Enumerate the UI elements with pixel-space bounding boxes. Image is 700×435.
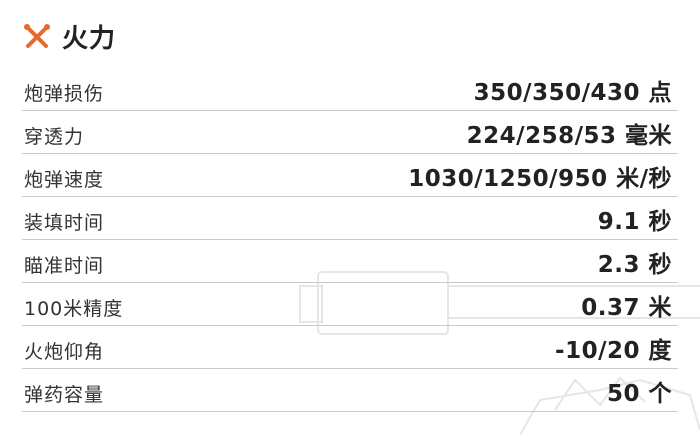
stats-list: 炮弹损伤 350/350/430 点 穿透力 224/258/53 毫米 炮弹速…: [0, 68, 700, 412]
stat-label: 火炮仰角: [24, 341, 105, 363]
stat-value: 1030/1250/950 米/秒: [408, 166, 672, 192]
stat-row-gun-elevation: 火炮仰角 -10/20 度: [22, 326, 678, 369]
stat-row-ammo-capacity: 弹药容量 50 个: [22, 369, 678, 412]
stat-value: 224/258/53 毫米: [466, 123, 672, 149]
crossed-shells-icon: [22, 21, 52, 51]
stat-row-shell-damage: 炮弹损伤 350/350/430 点: [22, 68, 678, 111]
section-title: 火力: [62, 23, 117, 54]
stat-row-shell-velocity: 炮弹速度 1030/1250/950 米/秒: [22, 154, 678, 197]
stat-label: 100米精度: [24, 298, 124, 320]
stat-value: 50 个: [606, 381, 672, 407]
stat-value: 2.3 秒: [597, 252, 672, 278]
stat-label: 炮弹速度: [24, 169, 105, 191]
stat-label: 炮弹损伤: [24, 83, 105, 105]
stat-label: 穿透力: [24, 126, 85, 148]
stat-value: 9.1 秒: [597, 209, 672, 235]
stat-label: 弹药容量: [24, 384, 105, 406]
stat-value: 0.37 米: [581, 295, 672, 321]
section-header: 火力: [22, 14, 116, 58]
stat-value: -10/20 度: [555, 338, 672, 364]
stat-row-aim-time: 瞄准时间 2.3 秒: [22, 240, 678, 283]
stat-row-dispersion: 100米精度 0.37 米: [22, 283, 678, 326]
stat-label: 装填时间: [24, 212, 105, 234]
stat-label: 瞄准时间: [24, 255, 105, 277]
stat-row-penetration: 穿透力 224/258/53 毫米: [22, 111, 678, 154]
stat-value: 350/350/430 点: [473, 80, 672, 106]
stat-row-reload-time: 装填时间 9.1 秒: [22, 197, 678, 240]
